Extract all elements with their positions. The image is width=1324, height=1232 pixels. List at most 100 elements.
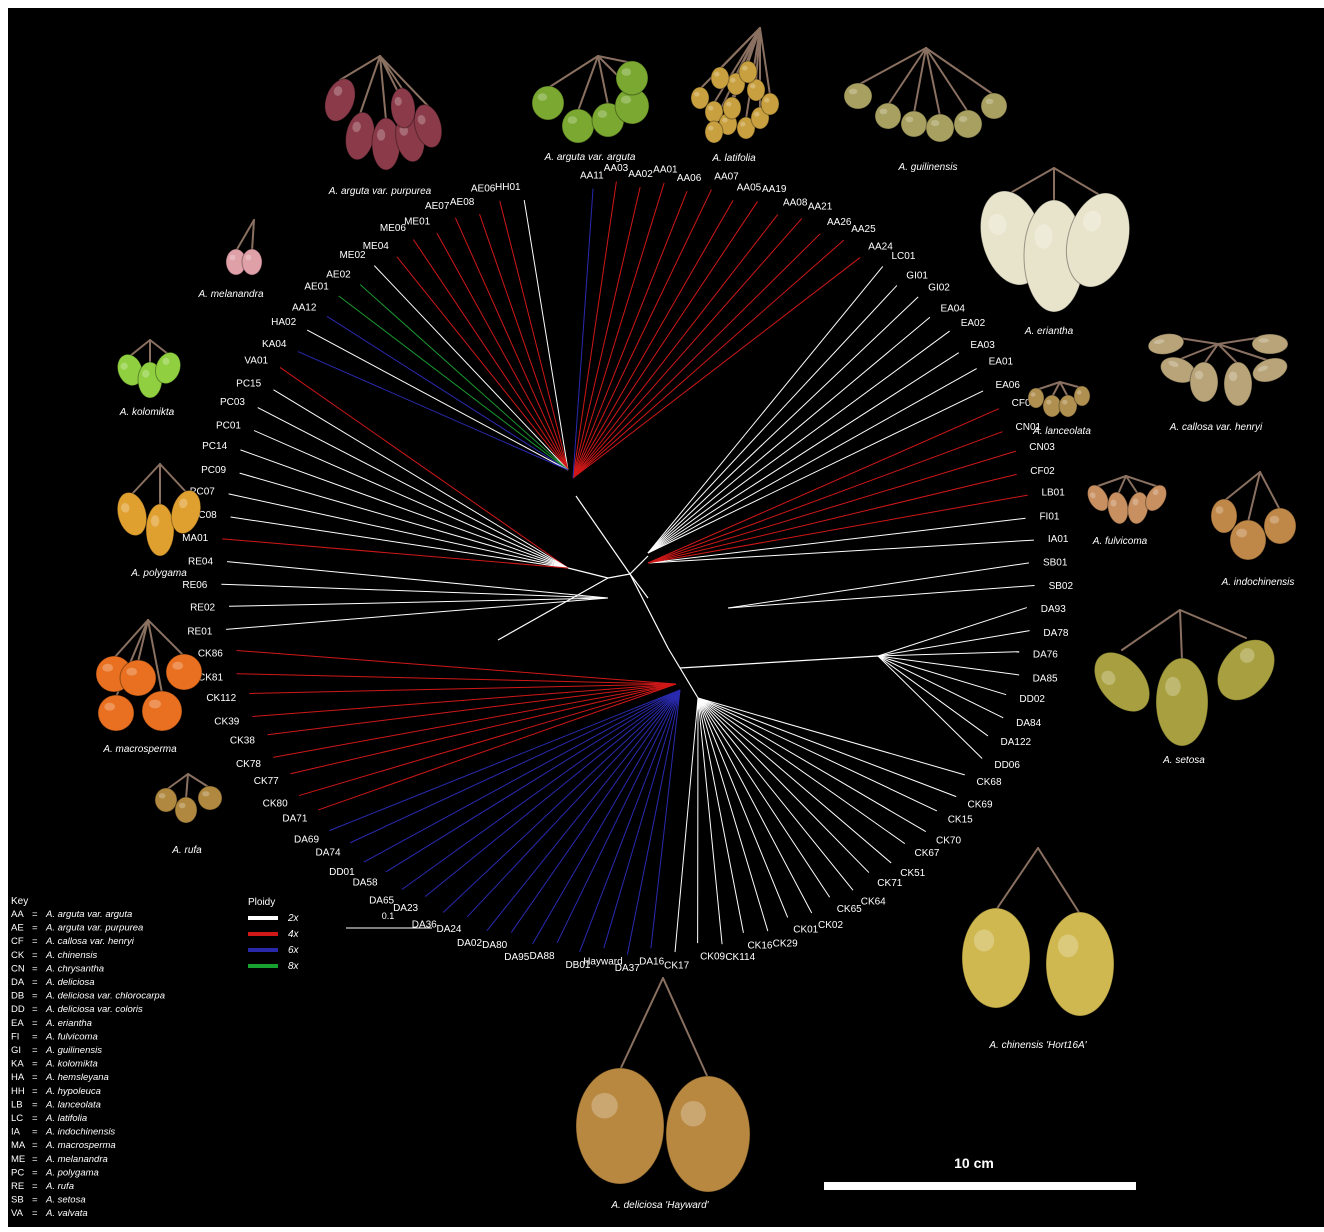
key-equals: =: [32, 1072, 38, 1083]
fruit-label-kolomikta: A. kolomikta: [119, 407, 175, 418]
leaf-label: CK112: [206, 693, 236, 704]
tree-branch: [728, 586, 1035, 608]
leaf-label: RE01: [187, 626, 212, 637]
fruit-photo-kolomikta: [113, 340, 184, 398]
tree-branch: [487, 690, 680, 931]
leaf-label: AA02: [628, 169, 653, 180]
tree-branch: [229, 598, 608, 606]
key-code: FI: [11, 1031, 19, 1042]
fruit-photo-purpurea: [319, 56, 446, 170]
leaf-label: DA93: [1041, 604, 1066, 615]
ploidy-swatch: [248, 932, 278, 936]
ploidy-swatch: [248, 916, 278, 920]
key-code: DD: [11, 1004, 25, 1015]
leaf-label: DA02: [457, 938, 482, 949]
leaf-label: RE02: [190, 603, 215, 614]
tree-branch: [648, 518, 1026, 563]
leaf-label: AE01: [304, 282, 329, 293]
fruit-photo-callosa: [1147, 331, 1291, 406]
fruit-photo-setosa: [1083, 610, 1286, 746]
tree-branch: [728, 563, 1029, 608]
tree-backbone-branch: [576, 496, 630, 574]
leaf-label: CN03: [1029, 442, 1055, 453]
key-code: IA: [11, 1127, 21, 1138]
tree-branch: [280, 367, 568, 568]
leaf-label: ME06: [380, 223, 407, 234]
leaf-label: VA01: [244, 356, 268, 367]
leaf-label: DA65: [369, 896, 394, 907]
leaf-label: HA02: [271, 317, 296, 328]
leaf-label: AE07: [425, 201, 450, 212]
key-equals: =: [32, 1031, 38, 1042]
size-scale-bar: 10 cm: [824, 1155, 1136, 1190]
leaf-label: PC14: [202, 441, 227, 452]
fruit-photo-latifolia: [691, 28, 779, 143]
leaf-label: MA01: [182, 533, 209, 544]
tree-branch: [698, 698, 937, 811]
leaf-label: CK39: [214, 717, 239, 728]
key-equals: =: [32, 1167, 38, 1178]
tree-branch: [698, 698, 788, 917]
fruit-label-latifolia: A. latifolia: [711, 153, 756, 164]
key-species-name: A. hypoleuca: [45, 1086, 101, 1097]
fruit-photo-macrosperma: [96, 620, 202, 731]
fruit-photo-chinensis: [962, 848, 1114, 1016]
key-equals: =: [32, 1140, 38, 1151]
tree-branch: [573, 234, 820, 478]
leaf-label: KA04: [262, 339, 287, 350]
key-title: Key: [11, 896, 28, 907]
leaf-label: CK09: [700, 951, 725, 962]
leaf-label: EA06: [995, 380, 1020, 391]
leaf-label: PC09: [201, 465, 226, 476]
leaf-label: ME01: [404, 216, 431, 227]
leaf-label: CK71: [877, 878, 902, 889]
tree-backbone-branch: [680, 668, 698, 698]
leaf-label: AA12: [292, 303, 317, 314]
tree-branch: [648, 353, 959, 553]
fruit-photos: [96, 28, 1296, 1192]
leaf-label: DA88: [530, 951, 555, 962]
leaf-label: CK38: [230, 736, 255, 747]
key-code: AE: [11, 923, 24, 934]
tree-branch: [318, 684, 676, 810]
leaf-label: AA05: [737, 183, 762, 194]
key-species-name: A. chrysantha: [45, 963, 104, 974]
leaf-label: PC15: [236, 379, 261, 390]
key-species-name: A. chinensis: [45, 950, 97, 961]
leaf-label: DD02: [1019, 694, 1045, 705]
leaf-label: RE06: [182, 580, 207, 591]
leaf-label: DD06: [994, 760, 1020, 771]
key-equals: =: [32, 1004, 38, 1015]
key-species-name: A. deliciosa var. chlorocarpa: [45, 991, 165, 1002]
key-species-name: A. deliciosa: [45, 977, 95, 988]
tree-branch: [273, 684, 676, 757]
leaf-label: CK114: [725, 952, 755, 963]
leaf-label: DA74: [316, 847, 341, 858]
leaf-label: DA80: [482, 940, 507, 951]
tree-branch: [648, 540, 1034, 563]
key-code: CF: [11, 936, 24, 947]
key-code: LC: [11, 1113, 23, 1124]
tree-branch: [443, 690, 680, 912]
leaf-label: DA24: [436, 924, 461, 935]
fruit-label-chinensis: A. chinensis 'Hort16A': [988, 1040, 1087, 1051]
leaf-label: CK17: [664, 960, 689, 971]
fruit-label-macrosperma: A. macrosperma: [102, 744, 177, 755]
tree-branch: [604, 690, 680, 948]
key-species-name: A. arguta var. arguta: [45, 909, 132, 920]
fruit-label-lanceolata: A. lanceolata: [1032, 426, 1091, 437]
key-equals: =: [32, 977, 38, 988]
tree-branch: [627, 690, 680, 955]
key-species-name: A. melanandra: [45, 1154, 108, 1165]
leaf-label: GI01: [906, 271, 928, 282]
leaf-label: DD01: [329, 867, 355, 878]
key-code: EA: [11, 1018, 24, 1029]
tree-branch: [413, 239, 568, 470]
fruit-photo-rufa: [155, 774, 222, 823]
key-species-name: A. rufa: [45, 1181, 74, 1192]
leaf-label: AA19: [762, 184, 787, 195]
key-equals: =: [32, 909, 38, 920]
species-key: Key AA=A. arguta var. argutaAE=A. arguta…: [11, 896, 165, 1219]
tree-branch: [397, 257, 568, 470]
tree-backbone-branch: [630, 556, 648, 574]
